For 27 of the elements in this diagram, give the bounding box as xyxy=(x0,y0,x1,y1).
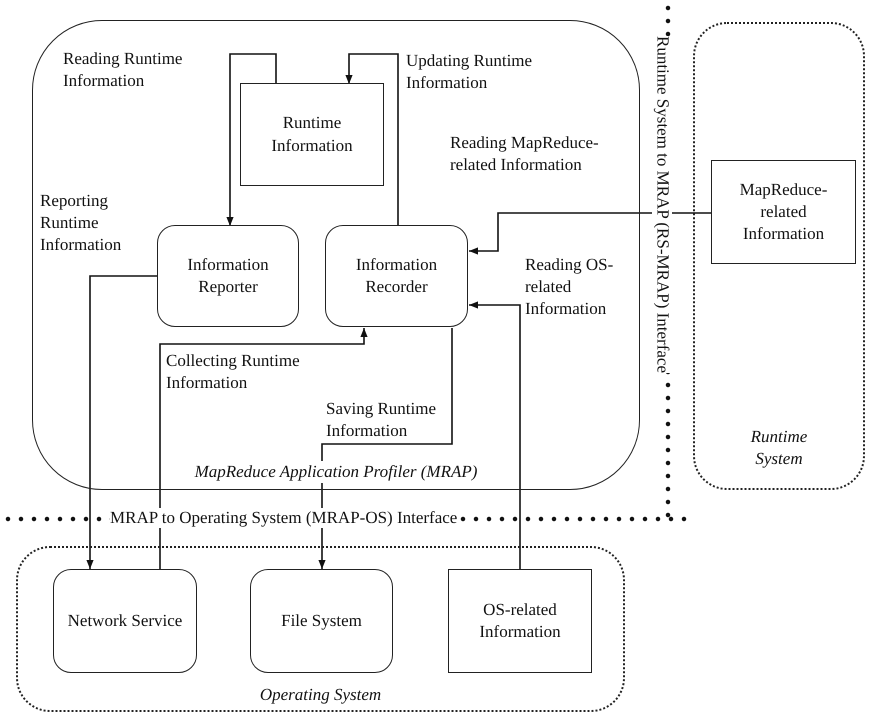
process-box xyxy=(325,225,468,327)
arrow xyxy=(469,212,711,255)
group-label: MapReduce Application Profiler (MRAP) xyxy=(194,460,478,483)
interface-label: MRAP to Operating System (MRAP-OS) Interface xyxy=(110,508,458,528)
data-box xyxy=(448,569,592,673)
arrow xyxy=(345,53,399,226)
box-label: Information Reporter xyxy=(186,254,270,298)
arrow xyxy=(469,301,521,569)
dotted-group-boundary xyxy=(693,22,865,490)
data-box xyxy=(711,160,856,264)
box-label: MapReduce-related Information xyxy=(738,178,828,246)
arrow xyxy=(226,53,277,226)
arrow xyxy=(159,328,368,569)
rounded-group-boundary xyxy=(32,20,640,490)
box-label: Runtime Information xyxy=(270,112,354,156)
box-label: Network Service xyxy=(66,610,184,632)
arrow xyxy=(318,328,453,569)
box-label: OS-related Information xyxy=(478,598,562,643)
data-box xyxy=(240,83,384,186)
process-box xyxy=(53,569,197,673)
box-label: File System xyxy=(280,610,363,632)
box-label: Information Recorder xyxy=(354,254,438,298)
interface-label: Runtime System to MRAP (RS-MRAP) Interface xyxy=(652,36,672,373)
dotted-group-boundary xyxy=(16,546,625,712)
process-box xyxy=(157,225,299,327)
process-box xyxy=(250,569,393,673)
arrow xyxy=(86,275,158,569)
